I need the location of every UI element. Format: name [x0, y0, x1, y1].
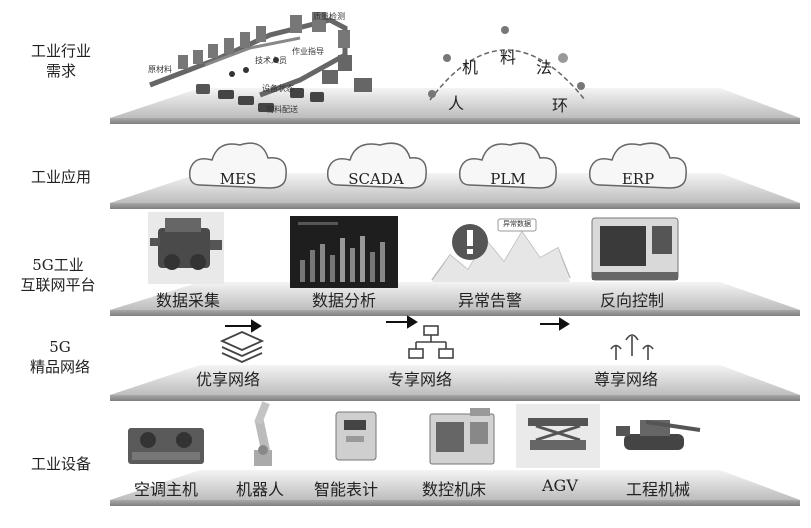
device-label-chiller: 空调主机: [134, 482, 198, 498]
agv-image: [516, 404, 600, 468]
factory-tag-equipment-status: 设备状态: [262, 85, 294, 93]
element-material: 料: [500, 50, 516, 66]
row-label-platform: 5G工业 互联网平台: [8, 256, 108, 295]
device-label-robot: 机器人: [236, 482, 284, 498]
row-label-network: 5G 精品网络: [14, 338, 106, 377]
network-label-premium: 优享网络: [196, 372, 260, 388]
arrow-2: [386, 317, 416, 327]
element-method: 法: [536, 60, 552, 76]
factory-tag-material: 原材料: [148, 66, 172, 74]
platform-label-collect: 数据采集: [156, 293, 220, 309]
smart-meter-image: [336, 412, 376, 460]
platform-label-analysis: 数据分析: [312, 293, 376, 309]
factory-tag-delivery: 物料配送: [266, 106, 298, 114]
analysis-dashboard-image: [290, 216, 398, 288]
cnc-machine-image: [430, 408, 494, 464]
app-label-erp: ERP: [588, 170, 688, 188]
factory-tag-technician: 技术人员: [255, 57, 287, 65]
element-environment: 环: [552, 98, 568, 114]
platform-label-alarm: 异常告警: [458, 293, 522, 309]
alarm-chart-image: [432, 219, 570, 282]
alarm-data-tag: 异常数据: [503, 221, 531, 228]
cnc-lathe-image: [592, 218, 678, 280]
factory-tag-guidance: 作业指导: [292, 48, 324, 56]
row-label-demand: 工业行业 需求: [18, 42, 104, 81]
app-label-mes: MES: [188, 170, 288, 188]
device-label-agv: AGV: [542, 478, 578, 494]
antenna-towers-icon: [611, 335, 653, 360]
arrow-1: [225, 321, 260, 331]
layers-icon: [222, 332, 262, 362]
network-label-dedicated: 专享网络: [388, 372, 452, 388]
excavator-image: [616, 420, 700, 450]
network-topology-icon: [409, 326, 453, 358]
element-machine: 机: [462, 60, 478, 76]
factory-tag-quality: 质量检测: [313, 13, 345, 21]
engine-image: [148, 212, 224, 284]
network-label-exclusive: 尊享网络: [594, 372, 658, 388]
app-label-scada: SCADA: [326, 170, 426, 188]
arrow-3: [540, 319, 568, 329]
chiller-unit-image: [128, 428, 204, 464]
device-label-meter: 智能表计: [314, 482, 378, 498]
device-label-excavator: 工程机械: [626, 482, 690, 498]
app-label-plm: PLM: [458, 170, 558, 188]
element-person: 人: [448, 96, 464, 112]
platform-label-control: 反向控制: [600, 293, 664, 309]
row-label-devices: 工业设备: [18, 455, 104, 475]
device-label-cnc: 数控机床: [422, 482, 486, 498]
row-label-apps: 工业应用: [18, 168, 104, 188]
robot-arm-image: [254, 401, 272, 466]
